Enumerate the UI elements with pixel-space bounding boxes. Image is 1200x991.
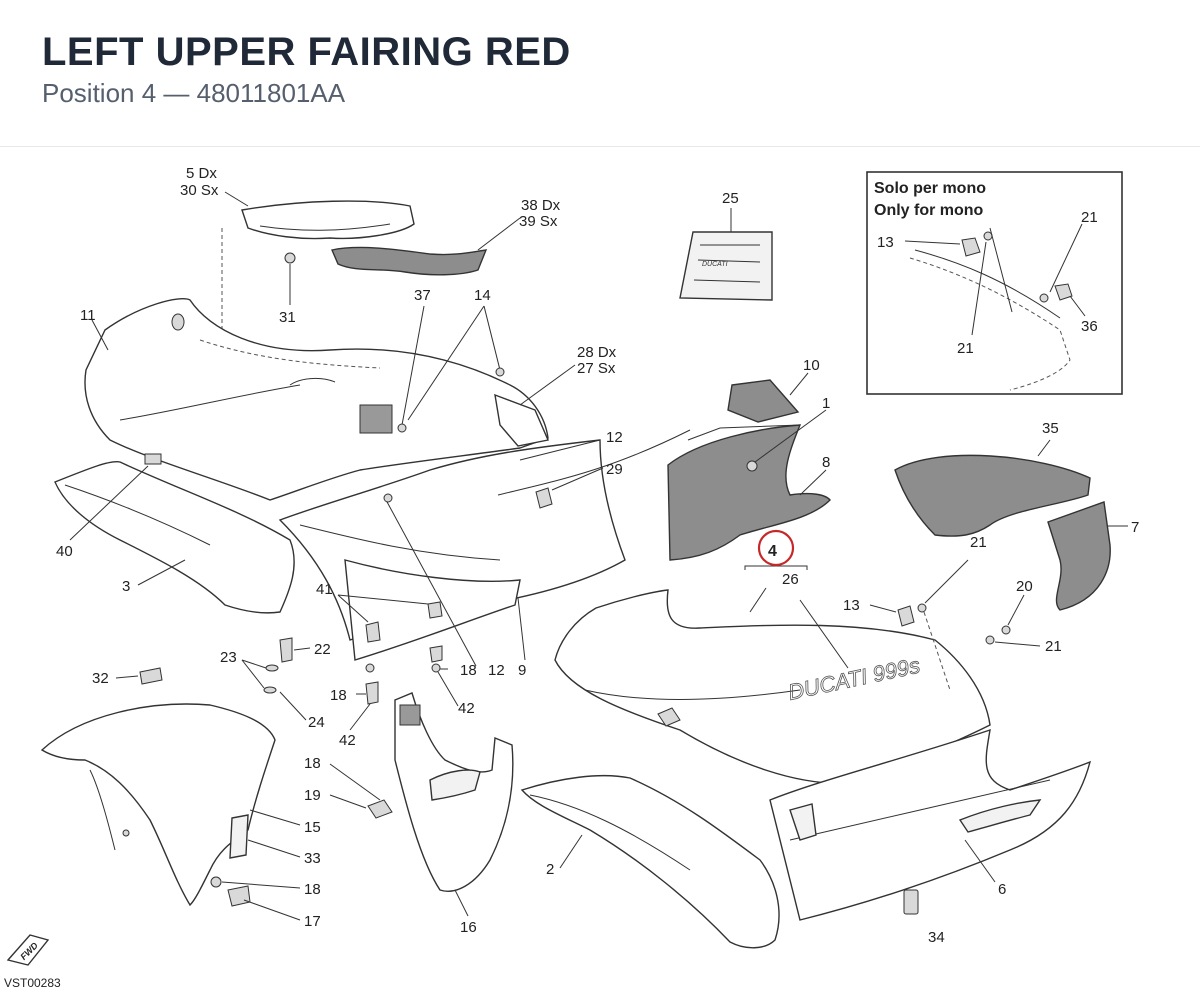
label-42a: 42 xyxy=(458,700,475,717)
drawing-code: VST00283 xyxy=(4,976,61,990)
inset-note-line2: Only for mono xyxy=(874,202,984,219)
page-title: LEFT UPPER FAIRING RED xyxy=(42,30,571,74)
label-2: 2 xyxy=(546,861,554,878)
decal-ducati-text: DUCATI xyxy=(702,261,728,268)
part-6-belly xyxy=(769,728,1092,921)
label-26: 26 xyxy=(782,571,799,588)
part-35 xyxy=(894,439,1091,537)
part-3-lower-panel xyxy=(54,453,295,614)
leaders-37-14 xyxy=(397,305,505,433)
label-25: 25 xyxy=(722,190,739,207)
label-42b: 42 xyxy=(339,732,356,749)
part-2-side xyxy=(520,774,780,949)
part-10 xyxy=(727,372,809,423)
label-13b: 13 xyxy=(877,234,894,251)
label-3: 3 xyxy=(122,578,130,595)
hardware-13-21-20 xyxy=(869,559,1041,691)
page-subtitle: Position 4 — 48011801AA xyxy=(42,78,346,108)
label-34: 34 xyxy=(928,929,945,946)
fwd-arrow-icon: FWD xyxy=(6,934,50,966)
label-14: 14 xyxy=(474,287,491,304)
part-28-27 xyxy=(494,364,576,447)
label-12b: 12 xyxy=(488,662,505,679)
label-13a: 13 xyxy=(843,597,860,614)
label-5dx: 5 Dx xyxy=(186,165,217,182)
label-31: 31 xyxy=(279,309,296,326)
label-29: 29 xyxy=(606,461,623,478)
label-33: 33 xyxy=(304,850,321,867)
label-35: 35 xyxy=(1042,420,1059,437)
label-36: 36 xyxy=(1081,318,1098,335)
label-6: 6 xyxy=(998,881,1006,898)
label-20: 20 xyxy=(1016,578,1033,595)
inset-note: Solo per mono Only for mono xyxy=(874,180,986,219)
label-30sx: 30 Sx xyxy=(180,182,219,199)
part-16-duct xyxy=(394,692,514,917)
grommet-13-inset xyxy=(961,237,981,257)
label-27sx: 27 Sx xyxy=(577,360,616,377)
highlight-label-4: 4 xyxy=(768,543,777,560)
part-labels: 5 Dx 30 Sx 38 Dx 39 Sx 25 31 11 37 14 28… xyxy=(56,165,1139,946)
part-38-39 xyxy=(331,217,521,276)
label-18d: 18 xyxy=(304,881,321,898)
label-40: 40 xyxy=(56,543,73,560)
washer-21-inset xyxy=(983,231,993,241)
hardware-center xyxy=(329,493,477,819)
label-21d: 21 xyxy=(957,340,974,357)
page-header: LEFT UPPER FAIRING RED Position 4 — 4801… xyxy=(0,0,1200,147)
label-19: 19 xyxy=(304,787,321,804)
inset-note-line1: Solo per mono xyxy=(874,180,986,197)
screw-36-inset xyxy=(1054,283,1073,301)
part-26-right-fairing: DUCATI 999s xyxy=(554,529,991,784)
part-1-8-shield xyxy=(667,409,831,561)
label-17: 17 xyxy=(304,913,321,930)
label-18b: 18 xyxy=(330,687,347,704)
label-21c: 21 xyxy=(1081,209,1098,226)
part-11-upper-fairing xyxy=(84,298,549,501)
label-8: 8 xyxy=(822,454,830,471)
label-21a: 21 xyxy=(970,534,987,551)
label-41: 41 xyxy=(316,581,333,598)
inset-mono-box xyxy=(866,171,1123,395)
label-38dx: 38 Dx xyxy=(521,197,561,214)
label-18c: 18 xyxy=(304,755,321,772)
label-18a: 18 xyxy=(460,662,477,679)
hardware-left xyxy=(115,637,311,921)
label-28dx: 28 Dx xyxy=(577,344,617,361)
label-32: 32 xyxy=(92,670,109,687)
label-16: 16 xyxy=(460,919,477,936)
label-21b: 21 xyxy=(1045,638,1062,655)
label-15: 15 xyxy=(304,819,321,836)
label-9: 9 xyxy=(518,662,526,679)
label-1: 1 xyxy=(822,395,830,412)
label-12a: 12 xyxy=(606,429,623,446)
part-34 xyxy=(903,889,919,915)
label-24: 24 xyxy=(308,714,325,731)
part-25-decal: DUCATI xyxy=(679,208,773,301)
part-7 xyxy=(1047,501,1128,611)
label-37: 37 xyxy=(414,287,431,304)
label-23: 23 xyxy=(220,649,237,666)
label-10: 10 xyxy=(803,357,820,374)
parts-diagram: DUCATI xyxy=(4,165,1139,990)
label-22: 22 xyxy=(314,641,331,658)
part-5-30 xyxy=(221,191,415,420)
label-39sx: 39 Sx xyxy=(519,213,558,230)
label-11: 11 xyxy=(80,307,96,324)
part-31-screw xyxy=(284,252,296,305)
highlight-circle-4[interactable] xyxy=(757,529,795,567)
label-7: 7 xyxy=(1131,519,1139,536)
part-15-fender xyxy=(40,703,301,907)
